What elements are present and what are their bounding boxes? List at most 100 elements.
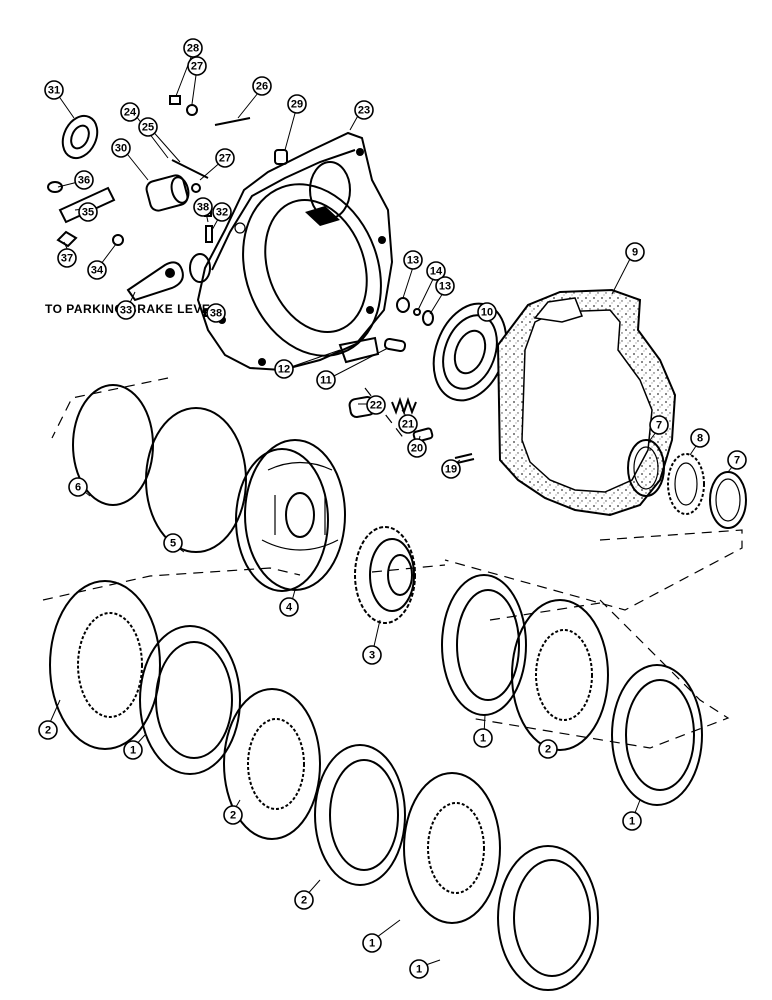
callout-circle <box>622 811 642 831</box>
callout-circle <box>68 477 88 497</box>
callout-13a: 13 <box>403 250 423 270</box>
callout-2b: 2 <box>223 805 243 825</box>
callout-circle <box>649 415 669 435</box>
callout-label: 7 <box>734 455 740 467</box>
callout-32: 32 <box>212 202 232 222</box>
callout-label: 28 <box>187 43 199 55</box>
callout-label: 20 <box>411 443 423 455</box>
gasket <box>496 288 677 517</box>
callout-3: 3 <box>362 645 382 665</box>
callout-circle <box>407 438 427 458</box>
callout-circle <box>441 459 461 479</box>
callout-13b: 13 <box>435 276 455 296</box>
callout-label: 2 <box>230 810 236 822</box>
callout-label: 26 <box>256 81 268 93</box>
callout-label: 14 <box>430 266 443 278</box>
callout-2a: 2 <box>38 720 58 740</box>
callout-circle <box>279 597 299 617</box>
callout-label: 1 <box>416 964 422 976</box>
callout-circle <box>74 170 94 190</box>
thrust-bearing-8 <box>667 453 705 515</box>
callout-circle <box>403 250 423 270</box>
callout-label: 22 <box>370 400 382 412</box>
callout-circle <box>193 197 213 217</box>
callout-label: 5 <box>170 538 176 550</box>
callout-circle <box>538 739 558 759</box>
ball-14 <box>413 308 421 316</box>
callout-label: 2 <box>545 744 551 756</box>
callout-6: 6 <box>68 477 88 497</box>
lever-33 <box>126 261 184 302</box>
callout-label: 31 <box>48 85 60 97</box>
callout-label: 11 <box>320 375 332 387</box>
callout-circle <box>690 428 710 448</box>
callout-label: 4 <box>286 602 293 614</box>
callout-circle <box>123 740 143 760</box>
callout-label: 35 <box>82 207 94 219</box>
callout-circle <box>206 303 226 323</box>
callout-circle <box>287 94 307 114</box>
callout-12: 12 <box>274 359 294 379</box>
callout-circle <box>223 805 243 825</box>
callout-circle <box>727 450 747 470</box>
callout-circle <box>398 414 418 434</box>
callout-label: 34 <box>91 265 104 277</box>
callout-27b: 27 <box>215 148 235 168</box>
callout-28: 28 <box>183 38 203 58</box>
callout-33: 33 <box>116 300 136 320</box>
callout-label: 25 <box>142 122 154 134</box>
callout-label: 29 <box>291 99 303 111</box>
callout-23: 23 <box>354 100 374 120</box>
gear-hub <box>354 526 416 624</box>
callout-label: 38 <box>210 308 222 320</box>
callout-label: 37 <box>61 253 73 265</box>
callout-circle <box>252 76 272 96</box>
separator-plate-1c <box>497 845 599 991</box>
callout-31: 31 <box>44 80 64 100</box>
callout-circle <box>274 359 294 379</box>
callout-circle <box>316 370 336 390</box>
callout-circle <box>477 302 497 322</box>
callout-1c: 1 <box>622 811 642 831</box>
friction-disc-2c <box>403 772 501 924</box>
callout-label: 2 <box>301 895 307 907</box>
callout-34: 34 <box>87 260 107 280</box>
callout-circle <box>111 138 131 158</box>
pin-20 <box>412 427 434 443</box>
bushing-30 <box>145 174 189 212</box>
separator-plate-1b <box>314 744 406 886</box>
callout-label: 21 <box>402 419 414 431</box>
callout-circle <box>294 890 314 910</box>
callout-label: 13 <box>439 281 451 293</box>
callout-circle <box>163 533 183 553</box>
callout-label: 27 <box>191 61 203 73</box>
friction-disc-2d <box>511 599 609 751</box>
callout-7a: 7 <box>649 415 669 435</box>
callout-label: 23 <box>358 105 370 117</box>
callout-circle <box>138 117 158 137</box>
callout-9: 9 <box>625 242 645 262</box>
callout-38b: 38 <box>206 303 226 323</box>
screw-19 <box>454 453 475 464</box>
callout-circle <box>120 102 140 122</box>
callout-label: 36 <box>78 175 90 187</box>
callout-1d: 1 <box>362 933 382 953</box>
callout-35: 35 <box>78 202 98 222</box>
callout-circle <box>426 261 446 281</box>
callout-label: 24 <box>124 107 137 119</box>
callout-26: 26 <box>252 76 272 96</box>
callout-circle <box>362 645 382 665</box>
callout-label: 30 <box>115 143 127 155</box>
callout-24: 24 <box>120 102 140 122</box>
callout-label: 2 <box>45 725 51 737</box>
callout-label: 19 <box>445 464 457 476</box>
callout-30: 30 <box>111 138 131 158</box>
callout-label: 6 <box>75 482 81 494</box>
piston <box>235 439 346 592</box>
callout-circle <box>87 260 107 280</box>
link-12 <box>338 336 380 364</box>
callout-label: 33 <box>120 305 132 317</box>
fitting-37 <box>56 230 78 248</box>
callout-5: 5 <box>163 533 183 553</box>
